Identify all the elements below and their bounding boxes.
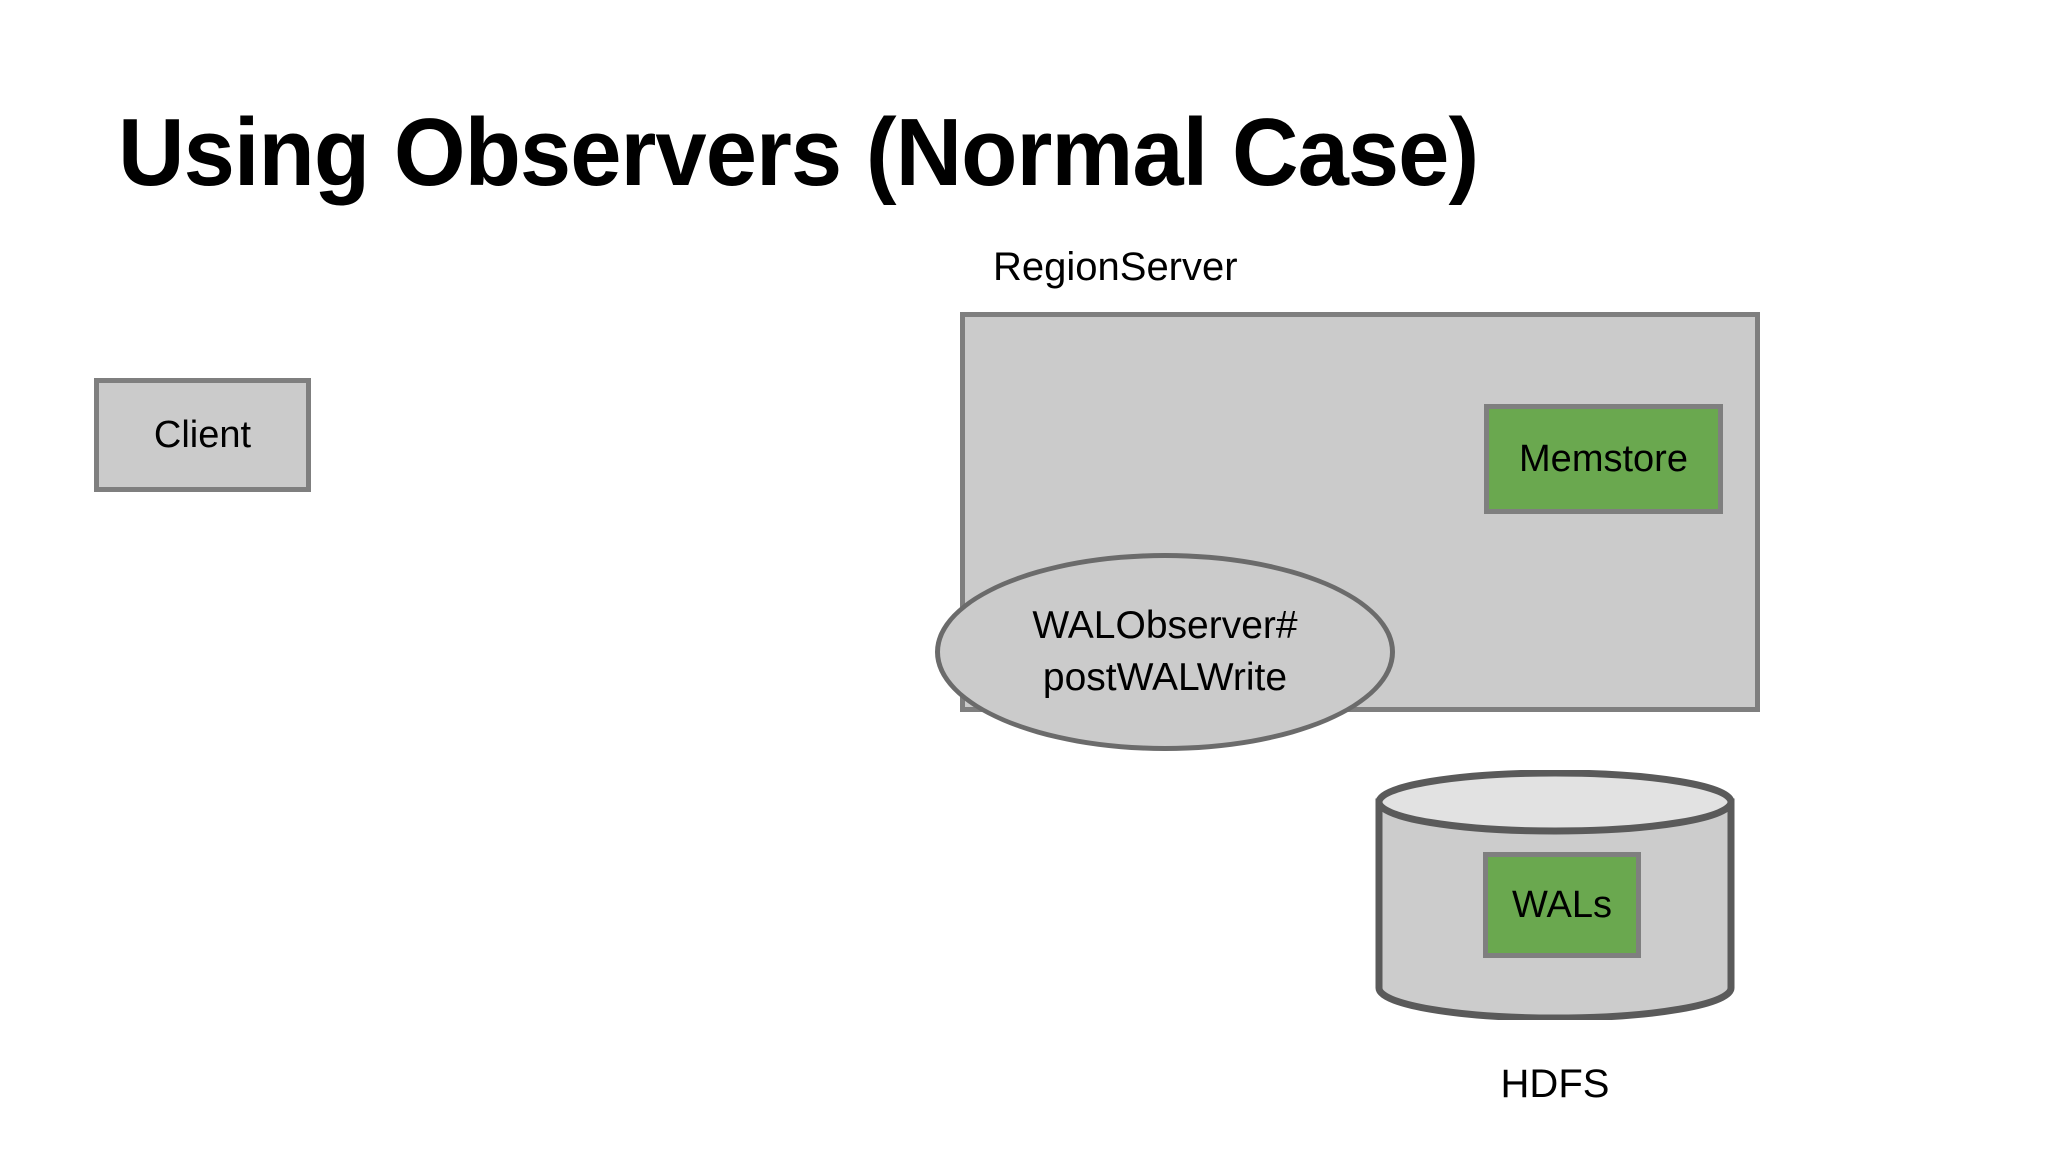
memstore-node[interactable]: Memstore [1484,404,1723,514]
client-node[interactable]: Client [94,378,311,492]
regionserver-label: RegionServer [993,245,1238,289]
client-node-label: Client [153,413,252,456]
walobserver-node[interactable]: WALObserver# postWALWrite [935,553,1395,751]
hdfs-label: HDFS [1500,1062,1610,1106]
cylinder-top [1375,770,1735,835]
wals-node[interactable]: WALs [1483,852,1641,958]
walobserver-label-line2: postWALWrite [1042,656,1288,699]
memstore-node-label: Memstore [1519,437,1688,480]
wals-node-label: WALs [1512,883,1612,926]
walobserver-label-line1: WALObserver# [1032,604,1298,647]
page-title: Using Observers (Normal Case) [118,99,1479,206]
